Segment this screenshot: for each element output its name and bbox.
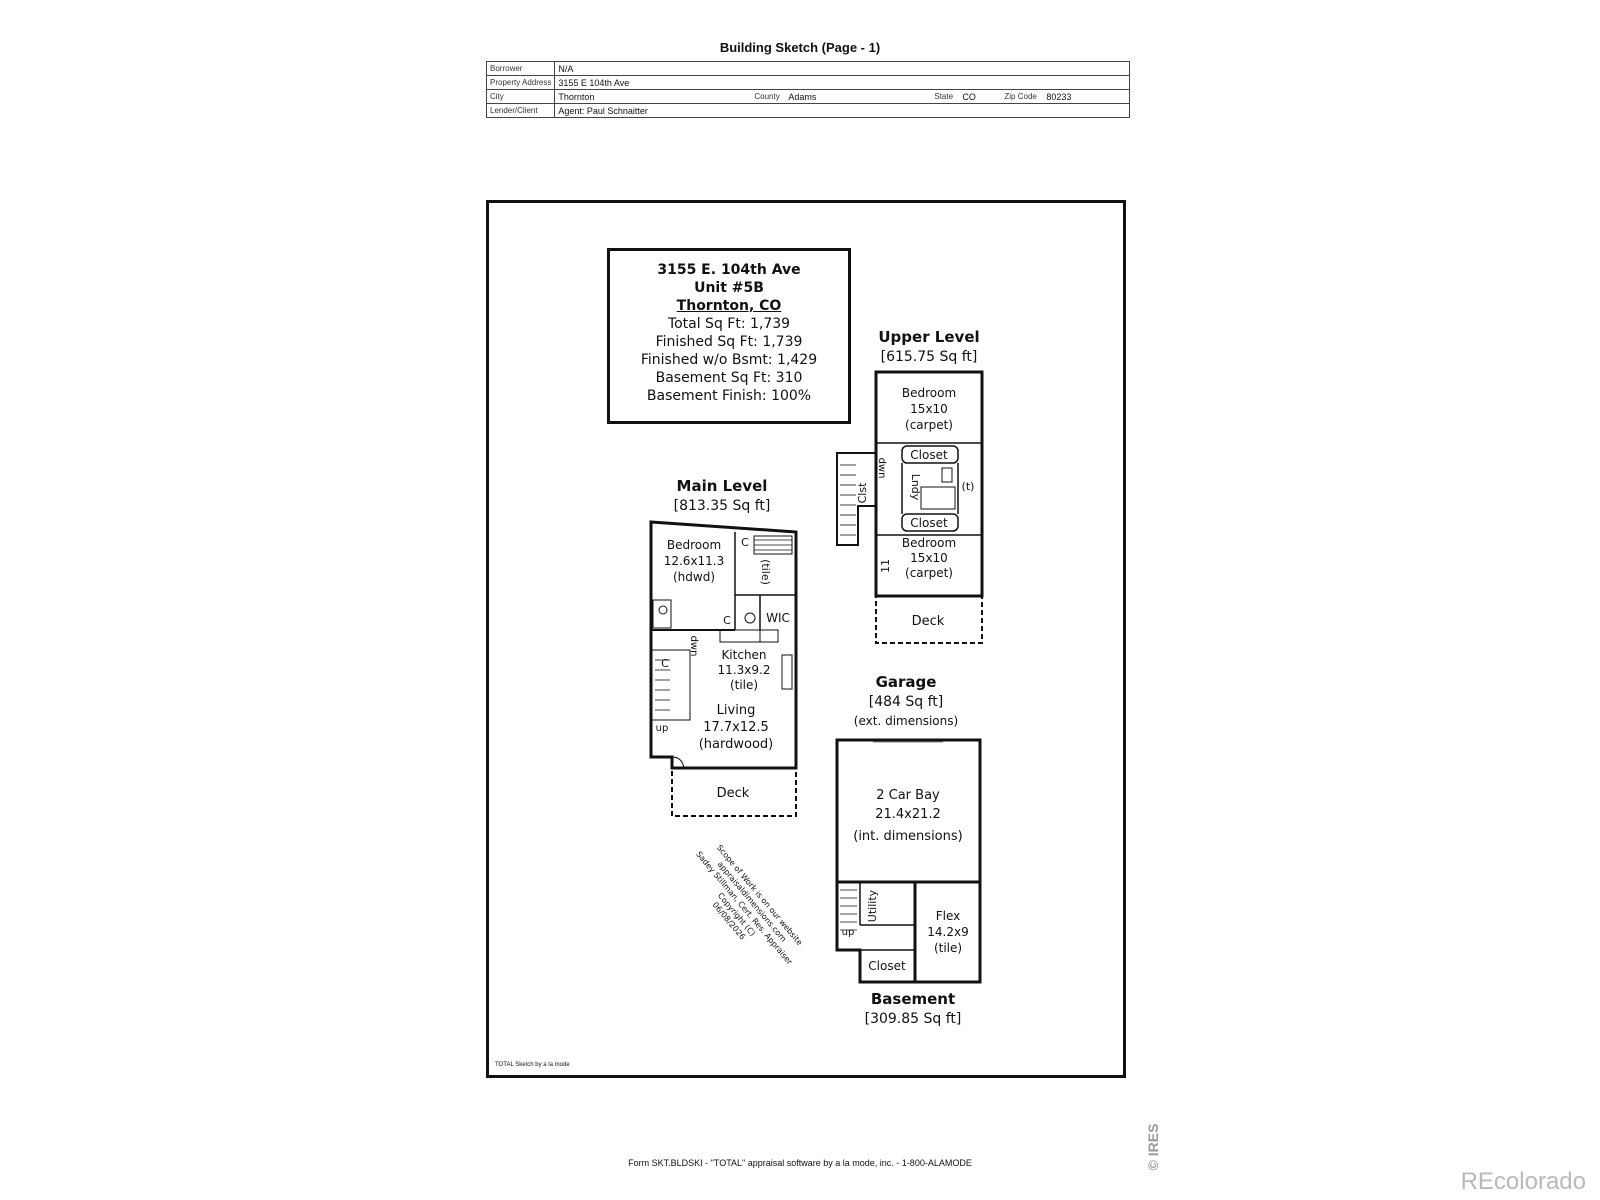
upper-deck-label: Deck bbox=[912, 614, 945, 629]
main-level-plan bbox=[649, 520, 798, 817]
upper-clst-label: Clst bbox=[856, 482, 869, 503]
document-title: Building Sketch (Page - 1) bbox=[719, 40, 881, 55]
lender-value: Agent: Paul Schnaitter bbox=[554, 103, 1130, 118]
summary-basement-finish: Basement Finish: 100% bbox=[646, 388, 812, 404]
main-stairs-down: dwn bbox=[688, 636, 699, 657]
basement-flex-label: Flex bbox=[936, 909, 961, 923]
upper-closet2-label: Closet bbox=[910, 516, 948, 530]
garage-basement-plan bbox=[835, 738, 982, 984]
sketch-credit: TOTAL Sketch by a la mode bbox=[495, 1062, 570, 1068]
kitchen-dim: 11.3x9.2 bbox=[718, 663, 771, 677]
garage-ext-note: (ext. dimensions) bbox=[854, 714, 958, 728]
main-level-title: Main Level bbox=[677, 477, 768, 495]
summary-city: Thornton, CO bbox=[676, 298, 782, 314]
scope-note: Scope of Work is on our website appraisa… bbox=[694, 843, 804, 967]
main-closet-c2: C bbox=[723, 614, 731, 627]
main-bedroom-floor: (hdwd) bbox=[673, 570, 715, 584]
upper-level-title: Upper Level bbox=[878, 328, 979, 346]
property-info-table: Borrower N/A Property Address 3155 E 104… bbox=[485, 61, 1131, 118]
summary-unit: Unit #5B bbox=[694, 280, 764, 296]
basement-utility-label: Utility bbox=[866, 889, 879, 922]
form-footer: Form SKT.BLDSKI - "TOTAL" appraisal soft… bbox=[628, 1158, 972, 1168]
main-wic-label: WIC bbox=[766, 611, 790, 625]
upper-bedroom2-dim: 15x10 bbox=[910, 551, 948, 565]
ires-logo: © IRES bbox=[1148, 1124, 1161, 1171]
basement-stairs-up: up bbox=[842, 927, 855, 938]
sketch-frame bbox=[486, 200, 1126, 1078]
garage-bay-label: 2 Car Bay bbox=[876, 788, 940, 803]
garage-bay-dim: 21.4x21.2 bbox=[875, 807, 941, 822]
ires-logo-text: © IRES bbox=[1148, 1124, 1161, 1171]
basement-area: [309.85 Sq ft] bbox=[865, 1011, 962, 1027]
summary-address: 3155 E. 104th Ave bbox=[657, 262, 801, 278]
garage-title: Garage bbox=[876, 673, 937, 691]
basement-flex-floor: (tile) bbox=[934, 941, 962, 955]
main-bath-tile: (tile) bbox=[759, 559, 772, 585]
upper-bedroom2-floor: (carpet) bbox=[905, 566, 953, 580]
main-bedroom-label: Bedroom bbox=[667, 538, 721, 552]
summary-finished: Finished Sq Ft: 1,739 bbox=[655, 334, 803, 350]
main-level-area: [813.35 Sq ft] bbox=[674, 498, 771, 514]
main-stairs-up: up bbox=[656, 723, 669, 734]
summary-finished-wo-bsmt: Finished w/o Bsmt: 1,429 bbox=[640, 352, 818, 368]
upper-closet1-label: Closet bbox=[910, 448, 948, 462]
main-bedroom-dim: 12.6x11.3 bbox=[664, 554, 725, 568]
upper-level-area: [615.75 Sq ft] bbox=[881, 349, 978, 365]
main-deck-label: Deck bbox=[717, 786, 750, 801]
upper-bedroom1-floor: (carpet) bbox=[905, 418, 953, 432]
kitchen-label: Kitchen bbox=[721, 648, 766, 662]
main-closet-c3: C bbox=[661, 657, 669, 670]
upper-laundry-label: Lndy bbox=[909, 474, 922, 501]
upper-bedroom2-label: Bedroom bbox=[902, 536, 956, 550]
living-dim: 17.7x12.5 bbox=[703, 720, 769, 735]
living-label: Living bbox=[717, 703, 756, 718]
basement-flex-dim: 14.2x9 bbox=[927, 925, 968, 939]
summary-total: Total Sq Ft: 1,739 bbox=[667, 316, 791, 332]
summary-basement: Basement Sq Ft: 310 bbox=[655, 370, 803, 386]
upper-toilet-label: (t) bbox=[962, 480, 975, 493]
upper-eleven-label: 11 bbox=[879, 559, 892, 573]
property-summary-box: 3155 E. 104th Ave Unit #5B Thornton, CO … bbox=[607, 248, 851, 424]
main-closet-c1: C bbox=[741, 536, 749, 549]
living-floor: (hardwood) bbox=[699, 737, 774, 752]
upper-bedroom1-label: Bedroom bbox=[902, 386, 956, 400]
upper-bedroom1-dim: 15x10 bbox=[910, 402, 948, 416]
basement-closet-label: Closet bbox=[868, 959, 906, 973]
garage-area: [484 Sq ft] bbox=[869, 694, 944, 710]
upper-stairs-down: dwn bbox=[876, 458, 887, 479]
lender-label: Lender/Client bbox=[485, 103, 556, 118]
kitchen-floor: (tile) bbox=[730, 678, 758, 692]
basement-title: Basement bbox=[871, 990, 955, 1008]
recolorado-watermark: REcolorado bbox=[1460, 1168, 1586, 1195]
upper-level-plan bbox=[836, 370, 984, 644]
garage-int-note: (int. dimensions) bbox=[853, 829, 962, 844]
scope-note-line3: Sadey Stillman, Cert. Res. Appraiser bbox=[694, 850, 794, 967]
